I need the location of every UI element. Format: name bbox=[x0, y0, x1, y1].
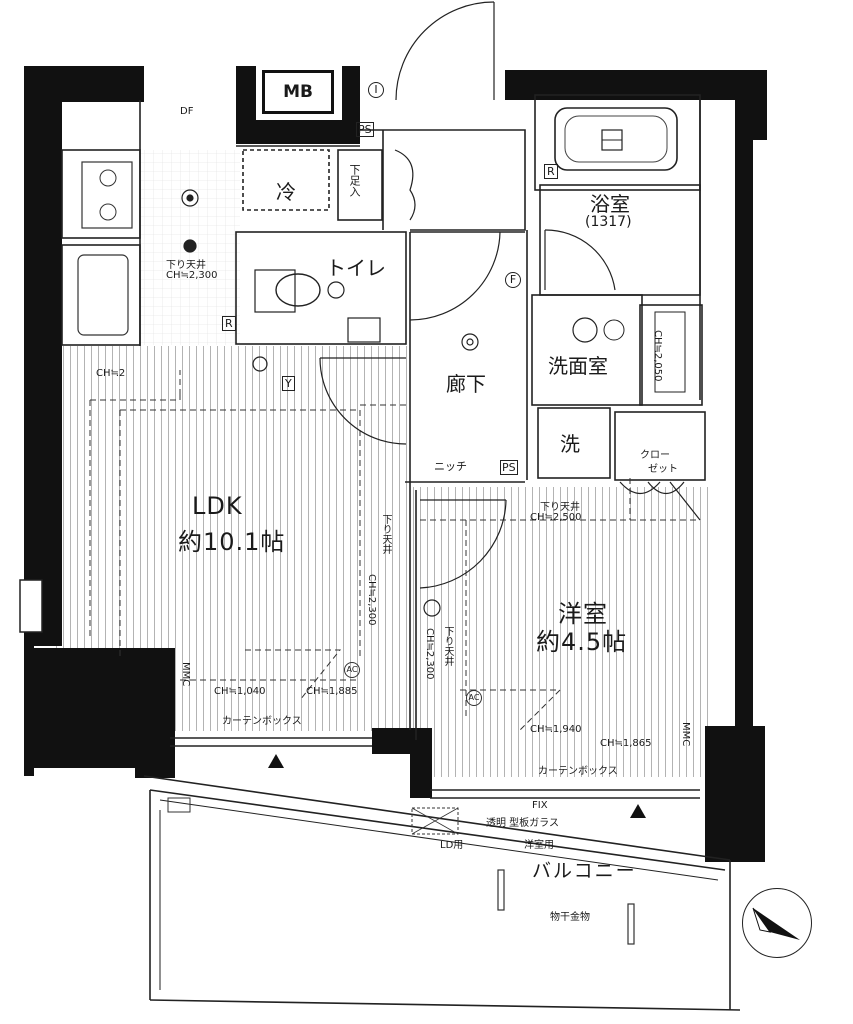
meter-box: MB bbox=[262, 70, 334, 114]
bathtub-inner bbox=[564, 115, 668, 163]
mark-r-bath: R bbox=[544, 164, 558, 179]
room-drop-ceiling: 下り天井 bbox=[540, 502, 580, 513]
toilet-sink bbox=[347, 317, 381, 343]
closet-label-2: ゼット bbox=[648, 464, 678, 475]
toilet-name: トイレ bbox=[326, 256, 386, 280]
western-room-size: 約4.5帖 bbox=[536, 628, 628, 656]
kitchen-ch: CH≒2,300 bbox=[166, 270, 218, 281]
ldk-drop-vertical: 下り天井 bbox=[380, 514, 391, 554]
toilet-bowl bbox=[275, 273, 321, 307]
ldk-ch-vertical: CH≒2,300 bbox=[366, 574, 377, 626]
ac-ldk: AC bbox=[344, 662, 360, 678]
kitchen-drop-ceiling: 下り天井 bbox=[166, 260, 206, 271]
washroom-name: 洗面室 bbox=[548, 354, 608, 378]
ps-top-label: PS bbox=[356, 122, 374, 137]
mmc-ldk: MMC bbox=[180, 662, 191, 687]
kitchen-stove bbox=[81, 161, 133, 229]
ldk-ch-1885: CH≒1,885 bbox=[306, 686, 358, 697]
ps-hall-label: PS bbox=[500, 460, 518, 475]
ld-label: LD用 bbox=[440, 840, 464, 851]
room-ch: CH≒2,500 bbox=[530, 512, 582, 523]
ceiling-lights bbox=[181, 189, 479, 617]
closet-label-1: クロー bbox=[640, 450, 670, 461]
mark-r-kitchen: R bbox=[222, 316, 236, 331]
niche-label: ニッチ bbox=[434, 460, 467, 473]
hallway-name: 廊下 bbox=[446, 372, 486, 396]
ceiling-drop-lines bbox=[89, 370, 700, 731]
mark-y: Y bbox=[282, 376, 295, 391]
room-drop-vertical: 下り天井 bbox=[442, 626, 453, 666]
interior-walls bbox=[61, 94, 741, 1011]
mmc-room: MMC bbox=[680, 722, 691, 747]
western-room-name: 洋室 bbox=[558, 600, 608, 628]
fix-glass: FIX bbox=[532, 800, 548, 811]
room-ch-1940: CH≒1,940 bbox=[530, 724, 582, 735]
df-label: DF bbox=[180, 106, 194, 117]
curtain-box-room: カーテンボックス bbox=[538, 766, 618, 777]
balcony-name: バルコニー bbox=[532, 860, 637, 882]
room-ch-vertical: CH≒2,300 bbox=[424, 628, 435, 680]
wash-ch: CH≒2,050 bbox=[652, 330, 663, 382]
curtain-box-ldk: カーテンボックス bbox=[222, 716, 302, 727]
bathroom-name: 浴室 bbox=[590, 192, 630, 216]
western-flooring bbox=[412, 487, 708, 777]
shoe-box-label: 下足入 bbox=[348, 164, 361, 197]
room-ch-1865: CH≒1,865 bbox=[600, 738, 652, 749]
wash-basin bbox=[572, 317, 598, 343]
drying-rack-label: 物干金物 bbox=[550, 912, 590, 923]
mark-i: I bbox=[368, 82, 384, 98]
ldk-ch-1040: CH≒1,040 bbox=[214, 686, 266, 697]
window-markers bbox=[268, 754, 646, 818]
mark-f: F bbox=[505, 272, 521, 288]
drying-rack-marks bbox=[497, 869, 635, 945]
ac-room: AC bbox=[466, 690, 482, 706]
laundry-label: 洗 bbox=[560, 432, 580, 456]
bathtub bbox=[554, 107, 678, 171]
frosted-glass: 透明 型板ガラス bbox=[486, 818, 559, 829]
door-swings bbox=[319, 1, 701, 589]
fridge-label: 冷 bbox=[276, 180, 296, 204]
ch-left-label: CH≒2 bbox=[96, 368, 126, 379]
bathroom-size: (1317) bbox=[585, 214, 632, 230]
western-window-label: 洋室用 bbox=[524, 840, 554, 851]
compass-ring bbox=[742, 888, 812, 958]
kitchen-sink bbox=[77, 254, 129, 336]
ldk-name: LDK bbox=[192, 492, 243, 520]
toilet-tank bbox=[254, 269, 296, 313]
ldk-size: 約10.1帖 bbox=[178, 528, 286, 556]
